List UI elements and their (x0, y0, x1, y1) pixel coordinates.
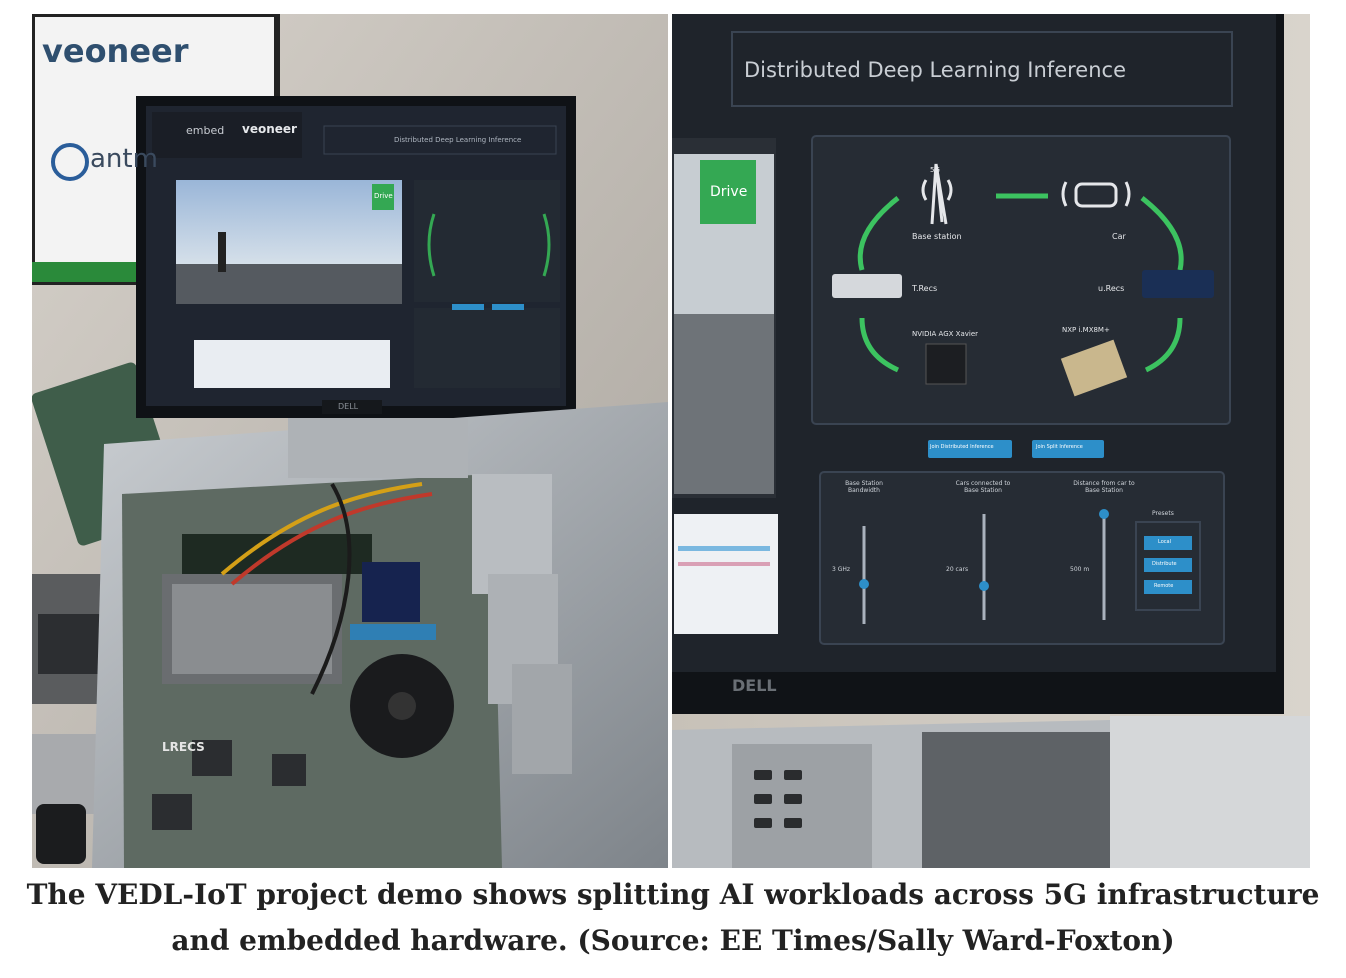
figure-caption: The VEDL-IoT project demo shows splittin… (26, 878, 1320, 957)
controls-panel (819, 471, 1225, 645)
distributed-inference-label: Join Distributed Inference (930, 444, 994, 450)
diagram-panel (811, 135, 1231, 425)
right-monitor-brand: DELL (732, 676, 777, 695)
node-base-station: Base station (912, 232, 962, 241)
nvidia-module-icon (925, 343, 967, 385)
split-inference-label: Join Split Inference (1036, 444, 1083, 450)
board-label: LRECS (162, 740, 205, 754)
photo-illustration (32, 14, 1310, 868)
car-icon (1061, 181, 1131, 208)
left-monitor-brand: DELL (338, 402, 359, 411)
brand-sign-text: veoneer (42, 32, 189, 70)
node-urecs: u.Recs (1098, 284, 1125, 293)
node-nvidia: NVIDIA AGX Xavier (912, 330, 979, 338)
distance-label: Distance from car to Base Station (1073, 480, 1135, 494)
left-drive-button (372, 184, 394, 210)
tower-icon (921, 163, 953, 225)
bandwidth-value: 3 GHz (832, 566, 851, 573)
preset-local-button[interactable] (1144, 536, 1192, 550)
distance-value: 500 m (1070, 566, 1090, 573)
preset-distribute-label: Distribute (1152, 561, 1177, 567)
left-monitor (136, 96, 576, 418)
right-title: Distributed Deep Learning Inference (744, 58, 1126, 82)
right-panel (672, 14, 1310, 868)
node-trecs: T.Recs (912, 284, 938, 293)
nxp-module-icon (1060, 339, 1128, 397)
partner-sign-text: antm (90, 144, 158, 174)
server-chassis (92, 402, 670, 868)
preset-remote-label: Remote (1154, 583, 1174, 589)
preset-distribute-button[interactable] (1144, 558, 1192, 572)
trecs-device-icon (832, 274, 902, 298)
preset-remote-button[interactable] (1144, 580, 1192, 594)
right-drive-label: Drive (710, 184, 748, 200)
node-nxp: NXP i.MX8M+ (1062, 326, 1110, 334)
distributed-inference-button[interactable] (928, 440, 1012, 458)
partner-logo-icon (51, 143, 89, 181)
presets-label: Presets (1152, 510, 1174, 517)
left-panel (32, 14, 670, 868)
left-monitor-logo-right: veoneer (242, 122, 297, 136)
left-monitor-logo-left: embed (186, 124, 225, 137)
node-car: Car (1112, 232, 1126, 241)
split-inference-button[interactable] (1032, 440, 1104, 458)
cars-value: 20 cars (946, 566, 969, 573)
preset-local-label: Local (1158, 539, 1171, 545)
right-title-box (731, 31, 1233, 107)
cars-label: Cars connected to Base Station (955, 480, 1011, 494)
bandwidth-label: Base Station Bandwidth (845, 480, 883, 494)
base-station-tag: 5G (930, 166, 940, 174)
urecs-device-icon (1142, 270, 1214, 298)
left-monitor-drive-label: Drive (374, 192, 393, 200)
right-drive-button (700, 160, 756, 224)
left-monitor-title: Distributed Deep Learning Inference (394, 136, 522, 144)
photo: veoneer antm embed veoneer Distributed D… (32, 14, 1310, 868)
